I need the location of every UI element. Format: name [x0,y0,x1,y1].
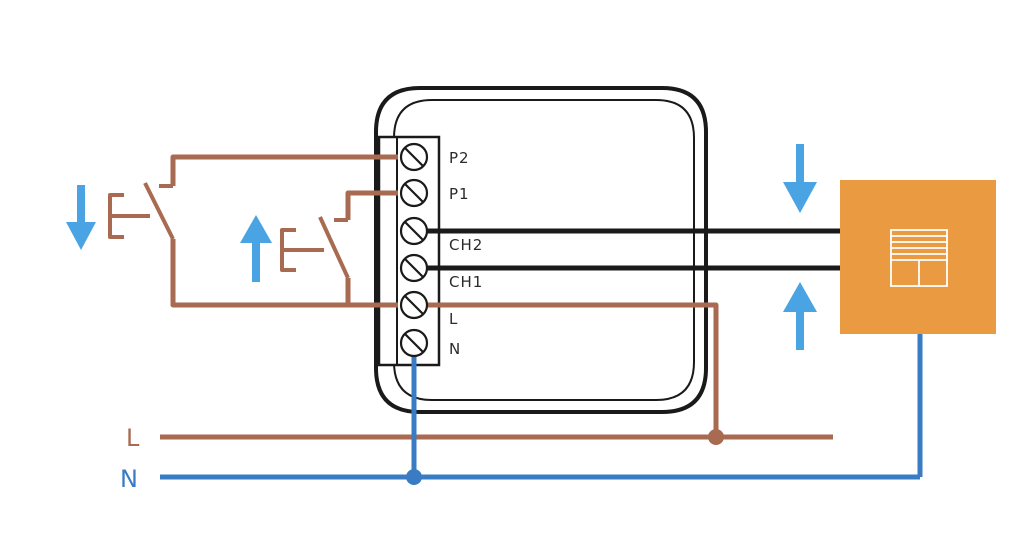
arrow-up-icon [240,215,272,282]
neutral-rail-label: N [120,465,138,493]
relay-module [374,86,708,414]
terminal-label-ch2: CH2 [449,236,483,254]
terminal-label-p2: P2 [449,149,470,167]
live-junction [708,429,724,445]
terminal-label-l: L [449,310,458,328]
terminal-label-n: N [449,340,461,358]
screw-l [399,290,429,320]
p2-wire [170,154,398,186]
terminal-screws [399,142,429,358]
screw-ch1 [399,253,429,283]
screw-p2 [399,142,429,172]
shutter-up-arrow-icon [783,144,817,213]
roller-blind-icon [890,229,948,287]
live-wiring [170,154,719,437]
terminal-label-ch1: CH1 [449,273,483,291]
switch-common-wire [170,239,398,308]
screw-n [399,328,429,358]
switch-down [108,182,175,240]
l-feed-wire [414,302,719,437]
screw-ch2 [399,216,429,246]
live-rail-label: L [126,424,140,452]
neutral-wiring [411,334,923,477]
terminal-block [377,135,441,367]
shutter-down-arrow-icon [783,282,817,350]
motor-wiring [414,228,842,271]
module-outer-outline [374,86,708,414]
shutter-device-box [840,180,996,334]
screw-p1 [399,178,429,208]
shutter-device [840,180,996,334]
terminal-label-p1: P1 [449,185,470,203]
arrow-down-icon [66,185,96,250]
switch-up [280,216,350,279]
p1-wire [345,190,398,220]
module-inner-outline [393,99,695,401]
neutral-junction [406,469,422,485]
